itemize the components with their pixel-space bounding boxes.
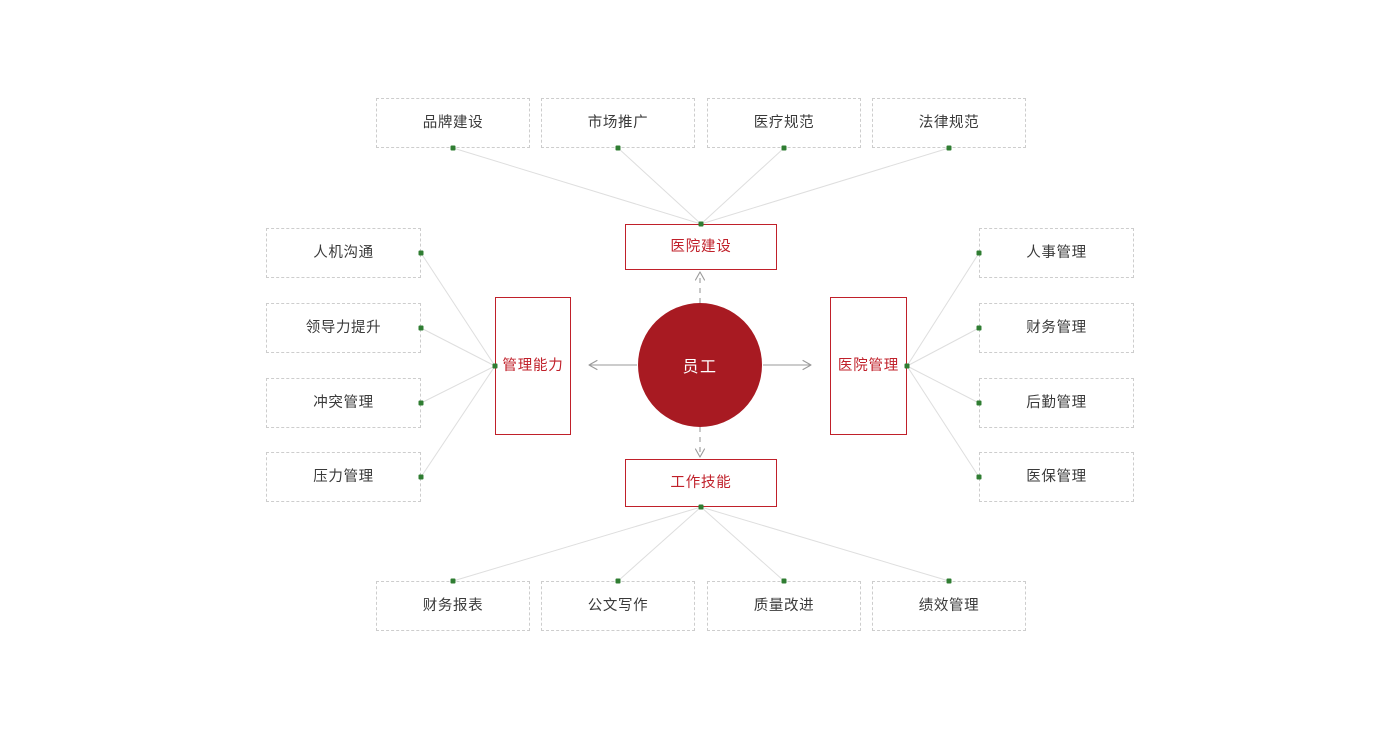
hub-node-hospital-construction-label: 医院建设 <box>670 238 732 255</box>
leaf-node-top[interactable]: 品牌建设 <box>376 98 530 148</box>
connector-line <box>452 147 702 225</box>
leaf-node-right-label: 人事管理 <box>1026 244 1087 261</box>
anchor-dot <box>450 145 456 151</box>
leaf-node-bottom-label: 质量改进 <box>753 597 815 614</box>
anchor-dot <box>492 363 498 369</box>
leaf-node-top[interactable]: 医疗规范 <box>707 98 861 148</box>
leaf-node-left-label: 人机沟通 <box>313 244 374 261</box>
anchor-dot <box>976 325 982 331</box>
anchor-dot <box>418 474 424 480</box>
leaf-node-right-label: 后勤管理 <box>1026 394 1087 411</box>
center-arrow-left <box>588 359 637 371</box>
connector-line <box>906 365 980 478</box>
anchor-dot <box>946 145 952 151</box>
connector-line <box>617 147 702 225</box>
connector-line <box>700 506 950 582</box>
leaf-node-left-label: 冲突管理 <box>313 394 374 411</box>
connector-line <box>420 327 496 367</box>
leaf-node-right[interactable]: 后勤管理 <box>979 378 1134 428</box>
center-node-label: 员工 <box>682 359 718 376</box>
leaf-node-left-label: 压力管理 <box>313 468 374 485</box>
connector-line <box>420 365 496 478</box>
leaf-node-left[interactable]: 人机沟通 <box>266 228 421 278</box>
leaf-node-bottom[interactable]: 绩效管理 <box>872 581 1026 631</box>
leaf-node-left[interactable]: 领导力提升 <box>266 303 421 353</box>
anchor-dot <box>418 325 424 331</box>
anchor-dot <box>698 221 704 227</box>
leaf-node-top-label: 医疗规范 <box>753 114 815 131</box>
connector-line <box>420 252 496 367</box>
leaf-node-top-label: 品牌建设 <box>422 114 484 131</box>
leaf-node-bottom-label: 绩效管理 <box>918 597 980 614</box>
leaf-node-top[interactable]: 法律规范 <box>872 98 1026 148</box>
center-arrow-up <box>694 271 706 303</box>
anchor-dot <box>976 250 982 256</box>
leaf-node-right[interactable]: 财务管理 <box>979 303 1134 353</box>
hub-node-hospital-management[interactable]: 医院管理 <box>830 297 907 435</box>
hub-node-hospital-management-label: 医院管理 <box>837 357 900 374</box>
anchor-dot <box>615 578 621 584</box>
leaf-node-left-label: 领导力提升 <box>305 319 382 336</box>
anchor-dot <box>976 474 982 480</box>
leaf-node-right[interactable]: 医保管理 <box>979 452 1134 502</box>
leaf-node-left[interactable]: 压力管理 <box>266 452 421 502</box>
center-node[interactable]: 员工 <box>638 303 762 427</box>
connector-line <box>452 506 702 582</box>
anchor-dot <box>698 504 704 510</box>
connector-line <box>420 365 496 404</box>
anchor-dot <box>976 400 982 406</box>
leaf-node-bottom[interactable]: 财务报表 <box>376 581 530 631</box>
anchor-dot <box>904 363 910 369</box>
anchor-dot <box>781 145 787 151</box>
hub-node-management-ability[interactable]: 管理能力 <box>495 297 571 435</box>
anchor-dot <box>418 400 424 406</box>
hub-node-work-skills[interactable]: 工作技能 <box>625 459 777 507</box>
leaf-node-bottom[interactable]: 质量改进 <box>707 581 861 631</box>
leaf-node-bottom-label: 公文写作 <box>587 597 649 614</box>
connector-line <box>906 365 980 404</box>
hub-node-management-ability-label: 管理能力 <box>502 357 564 374</box>
leaf-node-bottom[interactable]: 公文写作 <box>541 581 695 631</box>
anchor-dot <box>615 145 621 151</box>
leaf-node-top[interactable]: 市场推广 <box>541 98 695 148</box>
leaf-node-bottom-label: 财务报表 <box>422 597 484 614</box>
connector-line <box>617 506 702 582</box>
connector-line <box>906 252 980 367</box>
leaf-node-left[interactable]: 冲突管理 <box>266 378 421 428</box>
leaf-node-top-label: 市场推广 <box>587 114 649 131</box>
leaf-node-right[interactable]: 人事管理 <box>979 228 1134 278</box>
anchor-dot <box>781 578 787 584</box>
anchor-dot <box>450 578 456 584</box>
connector-line <box>700 506 785 582</box>
connector-line <box>700 147 950 225</box>
center-arrow-right <box>763 359 812 371</box>
anchor-dot <box>418 250 424 256</box>
leaf-node-right-label: 财务管理 <box>1026 319 1087 336</box>
anchor-dot <box>946 578 952 584</box>
connector-line <box>700 147 785 225</box>
leaf-node-right-label: 医保管理 <box>1026 468 1087 485</box>
leaf-node-top-label: 法律规范 <box>918 114 980 131</box>
center-arrow-down <box>694 427 706 458</box>
hub-node-work-skills-label: 工作技能 <box>670 474 732 491</box>
connector-line <box>906 327 980 367</box>
hub-node-hospital-construction[interactable]: 医院建设 <box>625 224 777 270</box>
